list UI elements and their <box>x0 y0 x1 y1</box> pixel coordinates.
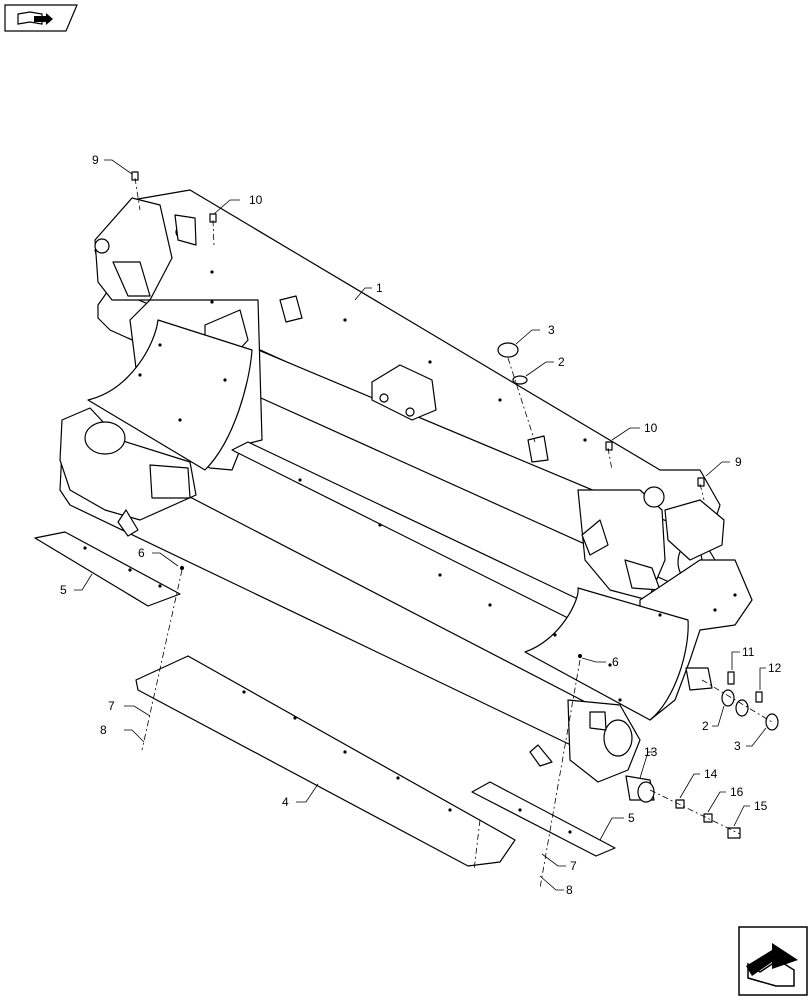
shield-5-right <box>471 781 616 857</box>
callout-4: 4 <box>282 795 289 809</box>
shield-holes <box>83 546 572 834</box>
fastener-holes <box>138 270 737 702</box>
callout-10-top-left: 10 <box>249 193 263 207</box>
book-arrow-icon <box>4 4 78 32</box>
callout-11: 11 <box>742 645 755 659</box>
callout-6-right: 6 <box>612 655 619 669</box>
callout-1: 1 <box>376 281 383 295</box>
callout-9-right: 9 <box>735 455 742 469</box>
center-lines <box>134 177 773 889</box>
callout-8-right: 8 <box>566 883 573 897</box>
callout-9-top-left: 9 <box>92 153 99 167</box>
header-frame <box>59 189 753 783</box>
callout-3-top: 3 <box>548 323 555 337</box>
callout-2-right: 2 <box>702 719 709 733</box>
callout-12: 12 <box>768 661 782 675</box>
callout-5-left: 5 <box>60 583 67 597</box>
callout-14: 14 <box>704 767 718 781</box>
callout-15: 15 <box>754 799 768 813</box>
callout-labels: 9 10 1 3 2 10 9 6 5 6 11 12 2 3 7 8 13 1… <box>60 153 782 897</box>
callout-5-right: 5 <box>628 811 635 825</box>
catalog-nav-button[interactable] <box>4 4 78 32</box>
callout-7-left: 7 <box>108 699 115 713</box>
callout-6-left: 6 <box>138 546 145 560</box>
hardware-parts <box>131 171 779 839</box>
shield-5-left <box>34 531 181 607</box>
callout-2-top: 2 <box>558 355 565 369</box>
arrow-return-icon <box>738 926 808 996</box>
callout-3-right: 3 <box>734 739 741 753</box>
callout-10-right: 10 <box>644 421 658 435</box>
callout-16: 16 <box>730 785 744 799</box>
return-button[interactable] <box>738 926 808 996</box>
callout-7-right: 7 <box>570 859 577 873</box>
leader-lines <box>74 159 767 891</box>
callout-8-left: 8 <box>100 723 107 737</box>
callout-13: 13 <box>644 745 658 759</box>
shield-4 <box>135 655 516 867</box>
